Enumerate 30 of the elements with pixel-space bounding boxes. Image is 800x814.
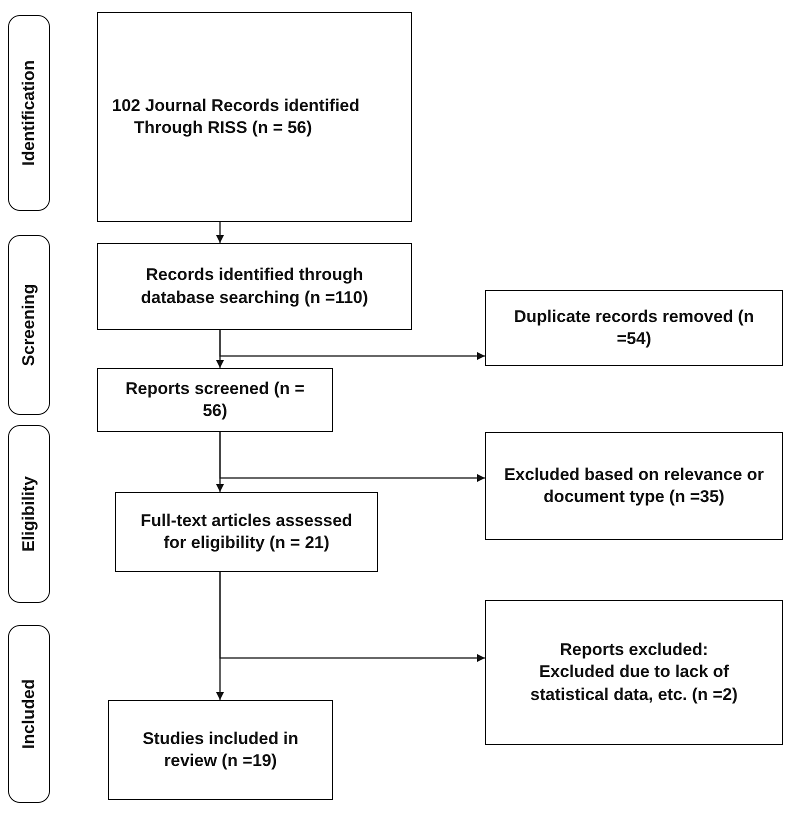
process-box <box>115 492 378 572</box>
stage-label-box <box>8 15 50 211</box>
box-detail: Through RISS (n = 56) <box>133 117 312 139</box>
box-text: Studies included in review (n =19) <box>142 728 300 772</box>
stage-label: Included <box>19 679 39 749</box>
arrow <box>219 572 485 662</box>
process-box <box>108 700 333 800</box>
process-box <box>97 368 333 432</box>
process-box <box>97 12 412 222</box>
arrow <box>216 222 224 243</box>
process-box <box>97 243 412 330</box>
box-text: 102 Journal Records identified <box>112 94 360 117</box>
stage-label: Eligibility <box>19 476 39 552</box>
stage-label-box <box>8 425 50 603</box>
process-box <box>485 600 783 745</box>
stage-label: Screening <box>19 284 39 366</box>
process-box <box>485 290 783 366</box>
arrow <box>219 432 485 482</box>
box-text: Records identified through database searching (n =110) <box>140 264 370 309</box>
stage-label-box <box>8 235 50 415</box>
box-text: Duplicate records removed (n =54) <box>513 306 755 350</box>
box-text: Excluded based on relevance or document type (n =35) <box>503 464 765 508</box>
process-box <box>485 432 783 540</box>
box-text: Reports excluded: <box>560 639 708 662</box>
box-text: Full-text articles assessed for eligibility (n = 21) <box>140 510 354 554</box>
box-text: Reports screened (n = 56) <box>124 378 306 422</box>
stage-label-box <box>8 625 50 803</box>
box-detail: Excluded due to lack of statistical data, etc. (n =2) <box>529 661 739 706</box>
arrow <box>219 330 485 360</box>
stage-label: Identification <box>19 60 39 166</box>
